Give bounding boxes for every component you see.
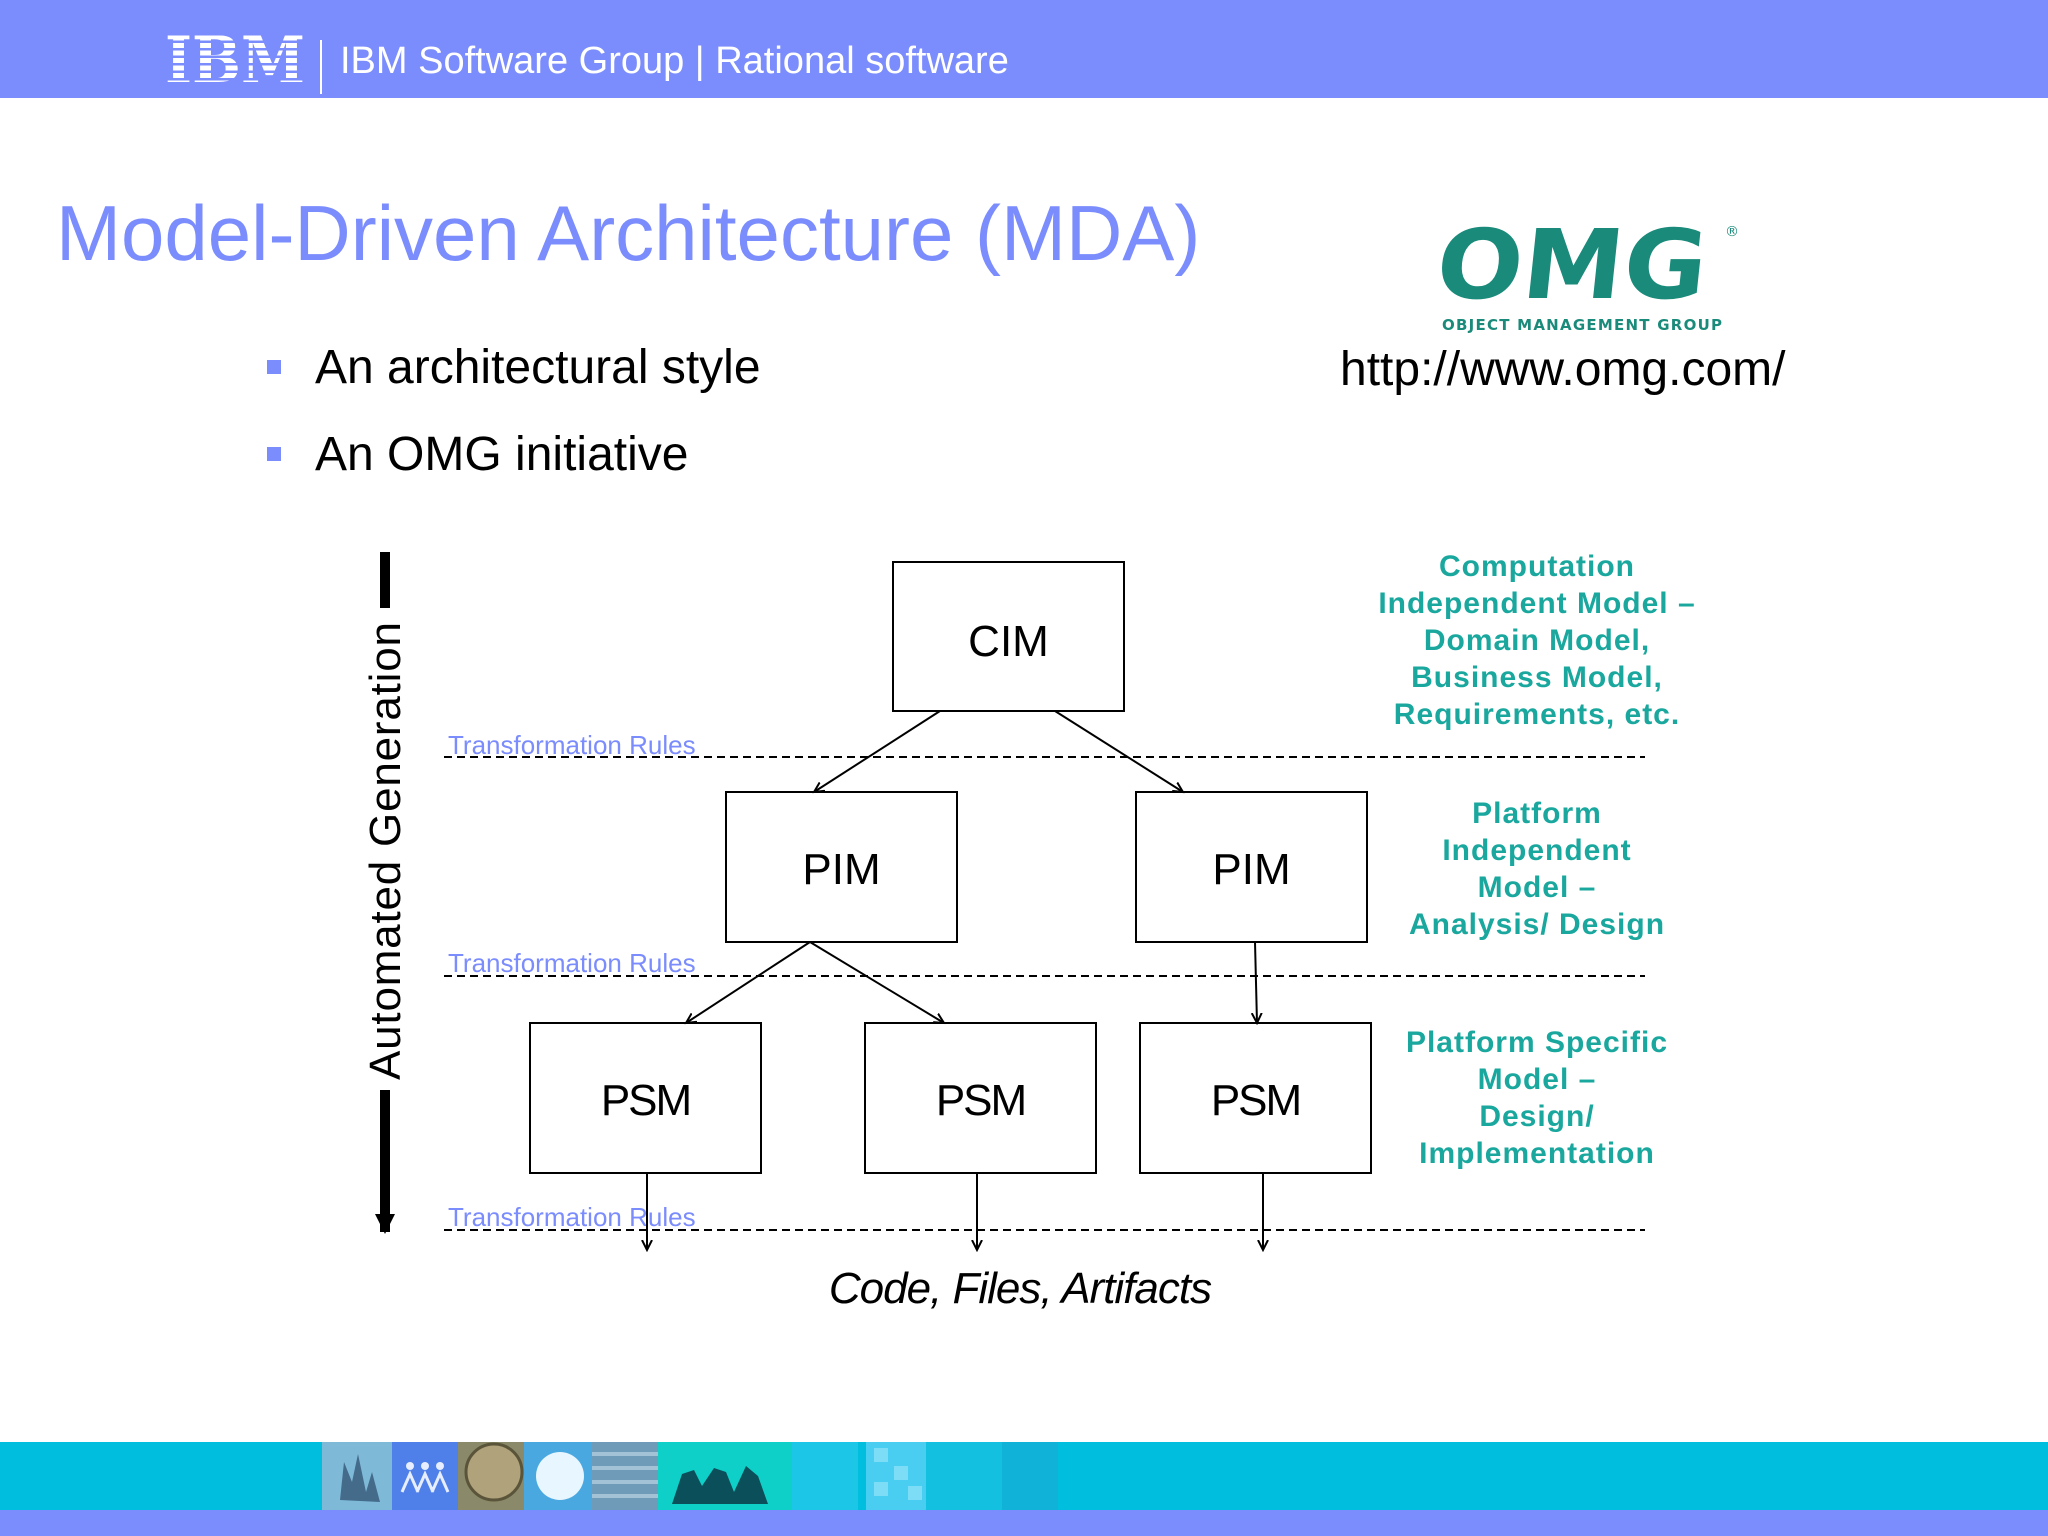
ibm-logo-text: IBM bbox=[165, 28, 305, 88]
footer-base bbox=[0, 1510, 2048, 1536]
edge-pim-1-psm-1 bbox=[686, 941, 811, 1023]
description-line: Independent bbox=[1442, 834, 1631, 867]
node-psm-label: PSM bbox=[936, 1076, 1025, 1125]
node-cim-label: CIM bbox=[968, 617, 1049, 666]
node-psm-2: PSM bbox=[864, 1022, 1097, 1174]
bullet-text: An architectural style bbox=[315, 341, 761, 394]
header-text: IBM Software Group | Rational software bbox=[340, 40, 1009, 82]
bullet-list: An architectural style An OMG initiative bbox=[262, 340, 761, 514]
psm-description: Platform Specific Model – Design/ Implem… bbox=[1406, 1026, 1668, 1170]
edge-cim-pim-1 bbox=[814, 710, 941, 792]
node-psm-3: PSM bbox=[1139, 1022, 1372, 1174]
description-line: Model – bbox=[1478, 1063, 1597, 1096]
description-line: Analysis/ Design bbox=[1409, 908, 1665, 941]
node-pim-label: PIM bbox=[802, 845, 880, 894]
square-bullet-icon bbox=[267, 360, 281, 374]
header-bar bbox=[0, 0, 2048, 98]
cim-description: Computation Independent Model – Domain M… bbox=[1378, 550, 1695, 731]
edge-pim-2-psm-3 bbox=[1255, 941, 1257, 1023]
page-title: Model-Driven Architecture (MDA) bbox=[56, 189, 1201, 277]
bullet-text: An OMG initiative bbox=[315, 428, 689, 481]
omg-logo: OMG ® OBJECT MANAGEMENT GROUP bbox=[1440, 218, 1739, 334]
description-line: Design/ bbox=[1479, 1100, 1594, 1133]
description-line: Business Model, bbox=[1411, 661, 1663, 694]
automated-generation-label: Automated Generation bbox=[361, 622, 410, 1080]
transformation-rules-label: Transformation Rules bbox=[448, 948, 696, 978]
edge-pim-1-psm-2 bbox=[809, 941, 944, 1023]
node-psm-label: PSM bbox=[601, 1076, 690, 1125]
description-line: Independent Model – bbox=[1378, 587, 1695, 620]
svg-text:®: ® bbox=[1725, 224, 1739, 240]
header-divider bbox=[320, 40, 322, 94]
transformation-rules-label: Transformation Rules bbox=[448, 730, 696, 760]
automated-generation-arrow: Automated Generation bbox=[361, 552, 410, 1234]
edge-cim-pim-2 bbox=[1054, 710, 1183, 792]
node-pim-1: PIM bbox=[725, 791, 958, 943]
description-line: Requirements, etc. bbox=[1394, 698, 1680, 731]
description-line: Computation bbox=[1439, 550, 1635, 583]
omg-url[interactable]: http://www.omg.com/ bbox=[1340, 343, 1786, 396]
description-line: Implementation bbox=[1419, 1137, 1655, 1170]
node-psm-1: PSM bbox=[529, 1022, 762, 1174]
description-line: Platform Specific bbox=[1406, 1026, 1668, 1059]
node-pim-2: PIM bbox=[1135, 791, 1368, 943]
omg-logo-text: OMG bbox=[1440, 218, 1713, 321]
description-line: Platform bbox=[1472, 797, 1602, 830]
bullet-item: An OMG initiative bbox=[262, 427, 761, 514]
transformation-rules-label: Transformation Rules bbox=[448, 1202, 696, 1232]
square-bullet-icon bbox=[267, 447, 281, 461]
footer-image-strip bbox=[322, 1442, 1058, 1510]
bullet-item: An architectural style bbox=[262, 340, 761, 427]
node-cim: CIM bbox=[892, 561, 1125, 712]
description-line: Model – bbox=[1478, 871, 1597, 904]
node-psm-label: PSM bbox=[1211, 1076, 1300, 1125]
output-label: Code, Files, Artifacts bbox=[829, 1264, 1212, 1313]
ibm-logo: IBM bbox=[165, 28, 305, 88]
omg-logo-subtext: OBJECT MANAGEMENT GROUP bbox=[1442, 316, 1722, 334]
node-pim-label: PIM bbox=[1212, 845, 1290, 894]
pim-description: Platform Independent Model – Analysis/ D… bbox=[1409, 797, 1665, 941]
description-line: Domain Model, bbox=[1424, 624, 1650, 657]
